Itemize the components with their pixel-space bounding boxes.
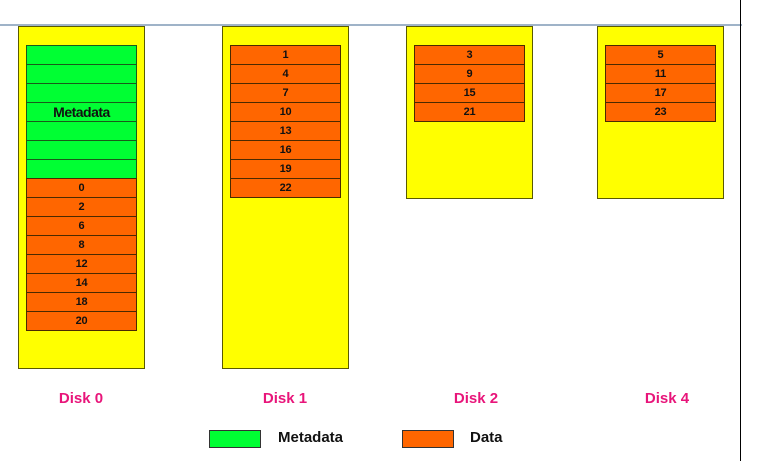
right-rule [740, 0, 741, 461]
disk-0: Metadata 0 2 6 8 12 14 18 20 [18, 26, 145, 369]
disk-2-blocks: 3 9 15 21 [414, 45, 525, 122]
legend-data-swatch [402, 430, 454, 448]
disk-0-label: Disk 0 [58, 390, 104, 407]
disk-2: 3 9 15 21 [406, 26, 533, 199]
data-block: 13 [230, 121, 341, 141]
disk-1-label: Disk 1 [262, 390, 308, 407]
data-block: 22 [230, 178, 341, 198]
data-block: 23 [605, 102, 716, 122]
top-rule [0, 24, 742, 26]
disk-4-blocks: 5 11 17 23 [605, 45, 716, 122]
data-block: 7 [230, 83, 341, 103]
legend-metadata-label: Metadata [278, 429, 344, 446]
data-block: 15 [414, 83, 525, 103]
data-block: 4 [230, 64, 341, 84]
data-block: 10 [230, 102, 341, 122]
metadata-block-label: Metadata [26, 102, 137, 122]
disk-4: 5 11 17 23 [597, 26, 724, 199]
disk-4-label: Disk 4 [644, 390, 690, 407]
metadata-block [26, 83, 137, 103]
data-block: 2 [26, 197, 137, 217]
data-block: 5 [605, 45, 716, 65]
legend-data-label: Data [470, 429, 503, 446]
metadata-block [26, 64, 137, 84]
data-block: 8 [26, 235, 137, 255]
data-block: 21 [414, 102, 525, 122]
disk-1-blocks: 1 4 7 10 13 16 19 22 [230, 45, 341, 198]
data-block: 6 [26, 216, 137, 236]
data-block: 16 [230, 140, 341, 160]
data-block: 12 [26, 254, 137, 274]
data-block: 3 [414, 45, 525, 65]
data-block: 9 [414, 64, 525, 84]
legend-metadata-swatch [209, 430, 261, 448]
data-block: 0 [26, 178, 137, 198]
disk-1: 1 4 7 10 13 16 19 22 [222, 26, 349, 369]
disk-2-label: Disk 2 [453, 390, 499, 407]
metadata-block [26, 159, 137, 179]
metadata-block [26, 121, 137, 141]
metadata-block [26, 140, 137, 160]
data-block: 14 [26, 273, 137, 293]
metadata-block [26, 45, 137, 65]
data-block: 18 [26, 292, 137, 312]
data-block: 20 [26, 311, 137, 331]
data-block: 11 [605, 64, 716, 84]
data-block: 1 [230, 45, 341, 65]
data-block: 19 [230, 159, 341, 179]
disk-0-blocks: Metadata 0 2 6 8 12 14 18 20 [26, 45, 137, 331]
data-block: 17 [605, 83, 716, 103]
